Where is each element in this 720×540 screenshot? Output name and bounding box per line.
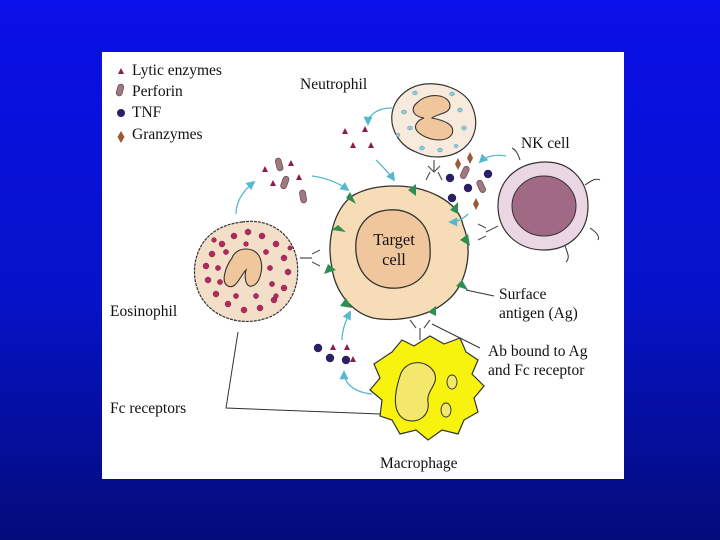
macrophage-label: Macrophage — [380, 455, 458, 472]
nk-cell: NK cell — [477, 135, 601, 263]
legend: Lytic enzymes Perforin TNF Granzymes — [115, 62, 222, 143]
ab-bound-label-1: Ab bound to Ag — [488, 343, 588, 360]
eosinophil-label: Eosinophil — [110, 303, 177, 320]
nk-label: NK cell — [521, 135, 570, 152]
fc-receptors-label: Fc receptors — [110, 400, 186, 417]
granzyme-legend-icon — [117, 131, 125, 143]
lytic-enzyme-legend-icon — [118, 68, 124, 74]
legend-lytic-label: Lytic enzymes — [132, 62, 222, 79]
annotations: Surface antigen (Ag) Ab bound to Ag and … — [110, 286, 588, 417]
surface-antigen-label-2: antigen (Ag) — [499, 305, 578, 322]
surface-antigen-spikes — [324, 184, 470, 316]
neutrophil-cell: Neutrophil — [300, 76, 477, 181]
secretion-arrows — [235, 107, 507, 395]
legend-perforin-label: Perforin — [132, 83, 183, 100]
released-molecules — [262, 126, 493, 365]
target-cell: Target cell — [324, 184, 470, 321]
perforin-legend-icon — [115, 83, 125, 97]
eosinophil-cell: Eosinophil — [110, 220, 321, 323]
surface-antigen-label-1: Surface — [499, 286, 546, 303]
neutrophil-label: Neutrophil — [300, 76, 367, 93]
macrophage-cell: Macrophage — [369, 319, 485, 472]
target-label-2: cell — [382, 250, 406, 269]
legend-tnf-label: TNF — [132, 104, 162, 121]
target-label-1: Target — [373, 230, 415, 249]
eosinophil-granules — [202, 228, 293, 314]
ab-bound-label-2: and Fc receptor — [488, 362, 585, 379]
tnf-legend-icon — [117, 109, 125, 117]
legend-granzymes-label: Granzymes — [132, 126, 203, 143]
